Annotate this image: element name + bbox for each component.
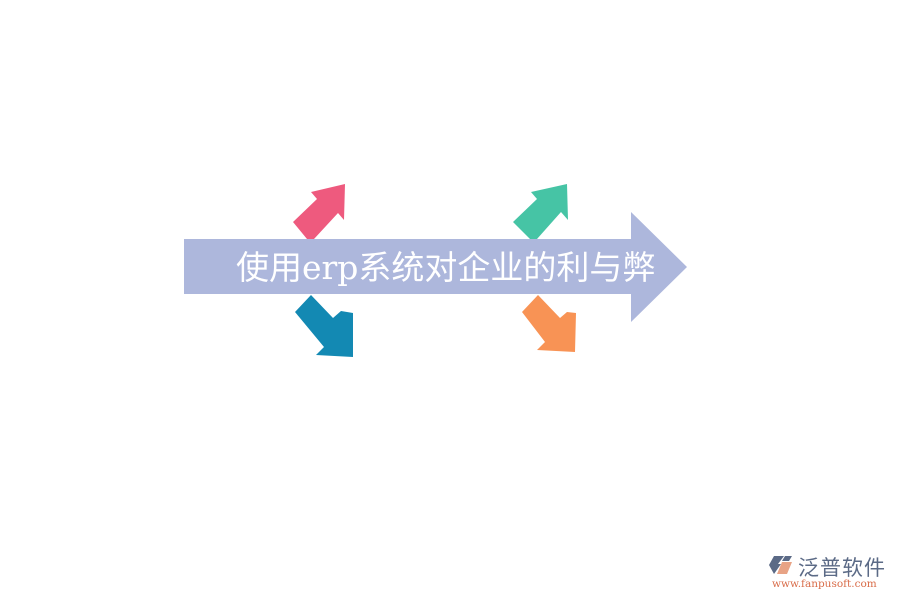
arrow-down-right-orange [522, 295, 576, 352]
main-arrow-right [184, 212, 687, 322]
watermark-url: www.fanpusoft.com [772, 578, 877, 590]
diagram-title: 使用erp系统对企业的利与弊 [236, 248, 656, 287]
fanpu-logo-icon [769, 556, 792, 574]
arrow-up-right-green [513, 184, 568, 239]
watermark-logo: 泛普软件 www.fanpusoft.com [768, 552, 893, 592]
watermark-brand: 泛普软件 [798, 556, 886, 580]
arrow-up-right-pink [293, 184, 345, 239]
arrow-down-right-blue [295, 295, 353, 357]
